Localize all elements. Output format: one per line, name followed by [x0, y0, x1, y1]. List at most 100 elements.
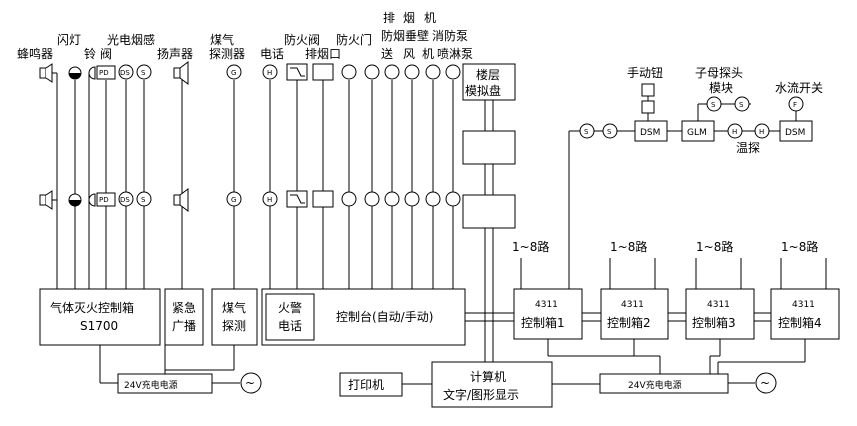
emergency-text-2: 广播 — [172, 319, 196, 333]
water-flow-f-label: F — [793, 101, 797, 109]
floor-panel-text-1: 楼层 — [476, 67, 500, 82]
chain-s-2 — [602, 123, 618, 139]
temp-h-1-label: H — [732, 128, 737, 136]
computer-box: 计算机 文字/图形显示 — [431, 361, 553, 408]
fire-damper-icon — [286, 63, 308, 81]
computer-text-2: 文字/图形显示 — [443, 387, 519, 402]
box1-label: 控制箱1 — [521, 315, 565, 330]
water-flow-label: 水流开关 — [775, 81, 823, 95]
printer-box: 打印机 — [339, 372, 403, 397]
fire-phone-text-1: 火警 — [278, 300, 302, 315]
ds-label: DS — [120, 69, 130, 77]
label-smoke-proof: 防烟 — [381, 28, 405, 43]
control-box-4 — [770, 288, 840, 340]
manual-button-icon — [641, 83, 655, 97]
hanging-wall-device — [404, 64, 420, 80]
box4-model: 4311 — [792, 300, 815, 310]
fire-door-device — [341, 64, 357, 80]
label-fire-pump: 消防泵 — [432, 28, 468, 43]
detector-chain: S S DSM 手动钮 GLM 子母探头 模块 S S H H 温探 DSM 水… — [568, 65, 823, 289]
chain-s-2-label: S — [607, 128, 612, 136]
label-bell: 铃 — [84, 46, 96, 61]
flash-lamp-icon — [68, 193, 82, 207]
supply-fan-device — [384, 64, 400, 80]
box3-model: 4311 — [707, 300, 730, 310]
label-machine: 机 — [422, 47, 434, 61]
power-supply-right: 24V充电电源 ~ — [599, 372, 777, 394]
bell-icon — [88, 193, 96, 207]
speaker-icon — [173, 188, 189, 212]
pd-label: PD — [99, 69, 109, 77]
gas-detector-g: G — [226, 64, 242, 80]
sub-probe-s-2 — [734, 96, 750, 112]
floor-box-2 — [462, 194, 516, 229]
power-left-text: 24V充电电源 — [124, 379, 178, 391]
label-fire-damper: 防火阀 — [284, 32, 320, 47]
bell-icon — [88, 66, 96, 80]
emergency-broadcast-box: 紧急 广播 — [164, 288, 204, 346]
device-row-upper: PD DS S G H — [39, 61, 461, 85]
smoke-exhaust-port-icon — [312, 190, 334, 208]
fire-pump-device — [425, 191, 441, 207]
gas-detector-g: G — [226, 191, 242, 207]
ac-source-icon — [755, 372, 777, 394]
glm-label: GLM — [687, 128, 707, 138]
label-gas-detector-1: 煤气 — [210, 32, 234, 47]
temp-probe-label: 温探 — [736, 141, 760, 155]
dsm-1-label: DSM — [640, 128, 660, 138]
supply-fan-device — [384, 191, 400, 207]
label-exhaust-3: 机 — [424, 11, 436, 25]
control-box-1 — [513, 288, 583, 340]
label-smoke-exhaust-port: 排烟口 — [305, 47, 341, 61]
label-valve: 阀 — [100, 47, 112, 61]
box2-label: 控制箱2 — [607, 315, 651, 330]
smoke-exhaust-port-icon — [312, 63, 334, 81]
label-phone: 电话 — [260, 47, 284, 61]
h-label: H — [267, 196, 272, 204]
control-box-2 — [600, 288, 669, 340]
buzzer-icon — [39, 190, 57, 210]
ac-symbol-left: ~ — [245, 376, 255, 390]
emergency-text-1: 紧急 — [172, 300, 196, 315]
smoke-proof-device — [364, 64, 380, 80]
s-detector: S — [136, 191, 152, 207]
box4-label: 控制箱4 — [778, 315, 822, 330]
fire-damper-icon — [286, 190, 308, 208]
s-detector: S — [136, 64, 152, 80]
flash-lamp-icon — [68, 66, 82, 80]
sub-probe-label-1: 子母探头 — [695, 66, 743, 80]
ac-source-icon — [240, 372, 262, 394]
g-label: G — [231, 69, 236, 77]
ac-symbol-right: ~ — [760, 376, 770, 390]
chain-s-1-label: S — [584, 128, 589, 136]
routes-label-3: 1~8路 — [696, 239, 733, 254]
floor-box-1 — [462, 130, 516, 165]
printer-text: 打印机 — [348, 378, 384, 392]
h-label: H — [267, 69, 272, 77]
label-fire-door: 防火门 — [336, 32, 372, 47]
phone-h: H — [262, 64, 278, 80]
left-bus-lines — [56, 73, 454, 289]
label-hanging-wall: 垂壁 — [405, 28, 429, 43]
control-console: 火警 电话 控制台(自动/手动) — [261, 288, 466, 346]
gas-box-model: S1700 — [80, 319, 118, 333]
temp-probe-h-2 — [754, 123, 770, 139]
smoke-proof-device — [364, 191, 380, 207]
label-sprinkler-pump: 喷淋泵 — [437, 47, 473, 61]
chain-s-1 — [579, 123, 595, 139]
dsm-2-label: DSM — [785, 128, 805, 138]
sub-probe-s-1-label: S — [711, 101, 716, 109]
box3-label: 控制箱3 — [692, 315, 736, 330]
routes-label-2: 1~8路 — [610, 239, 647, 254]
routes-label-4: 1~8路 — [781, 239, 818, 254]
temp-h-2-label: H — [759, 128, 764, 136]
floor-panel-column: 楼层 模拟盘 — [462, 63, 516, 362]
device-row-lower: PD DS S G H — [39, 188, 461, 212]
ds-label: DS — [120, 196, 130, 204]
ds-detector: DS — [118, 191, 134, 207]
label-speaker: 扬声器 — [157, 46, 193, 61]
power-right-text: 24V充电电源 — [628, 379, 682, 391]
pd-valve-box: PD — [96, 192, 116, 207]
sub-probe-label-2: 模块 — [709, 81, 733, 95]
sub-probe-s-2-label: S — [739, 101, 744, 109]
